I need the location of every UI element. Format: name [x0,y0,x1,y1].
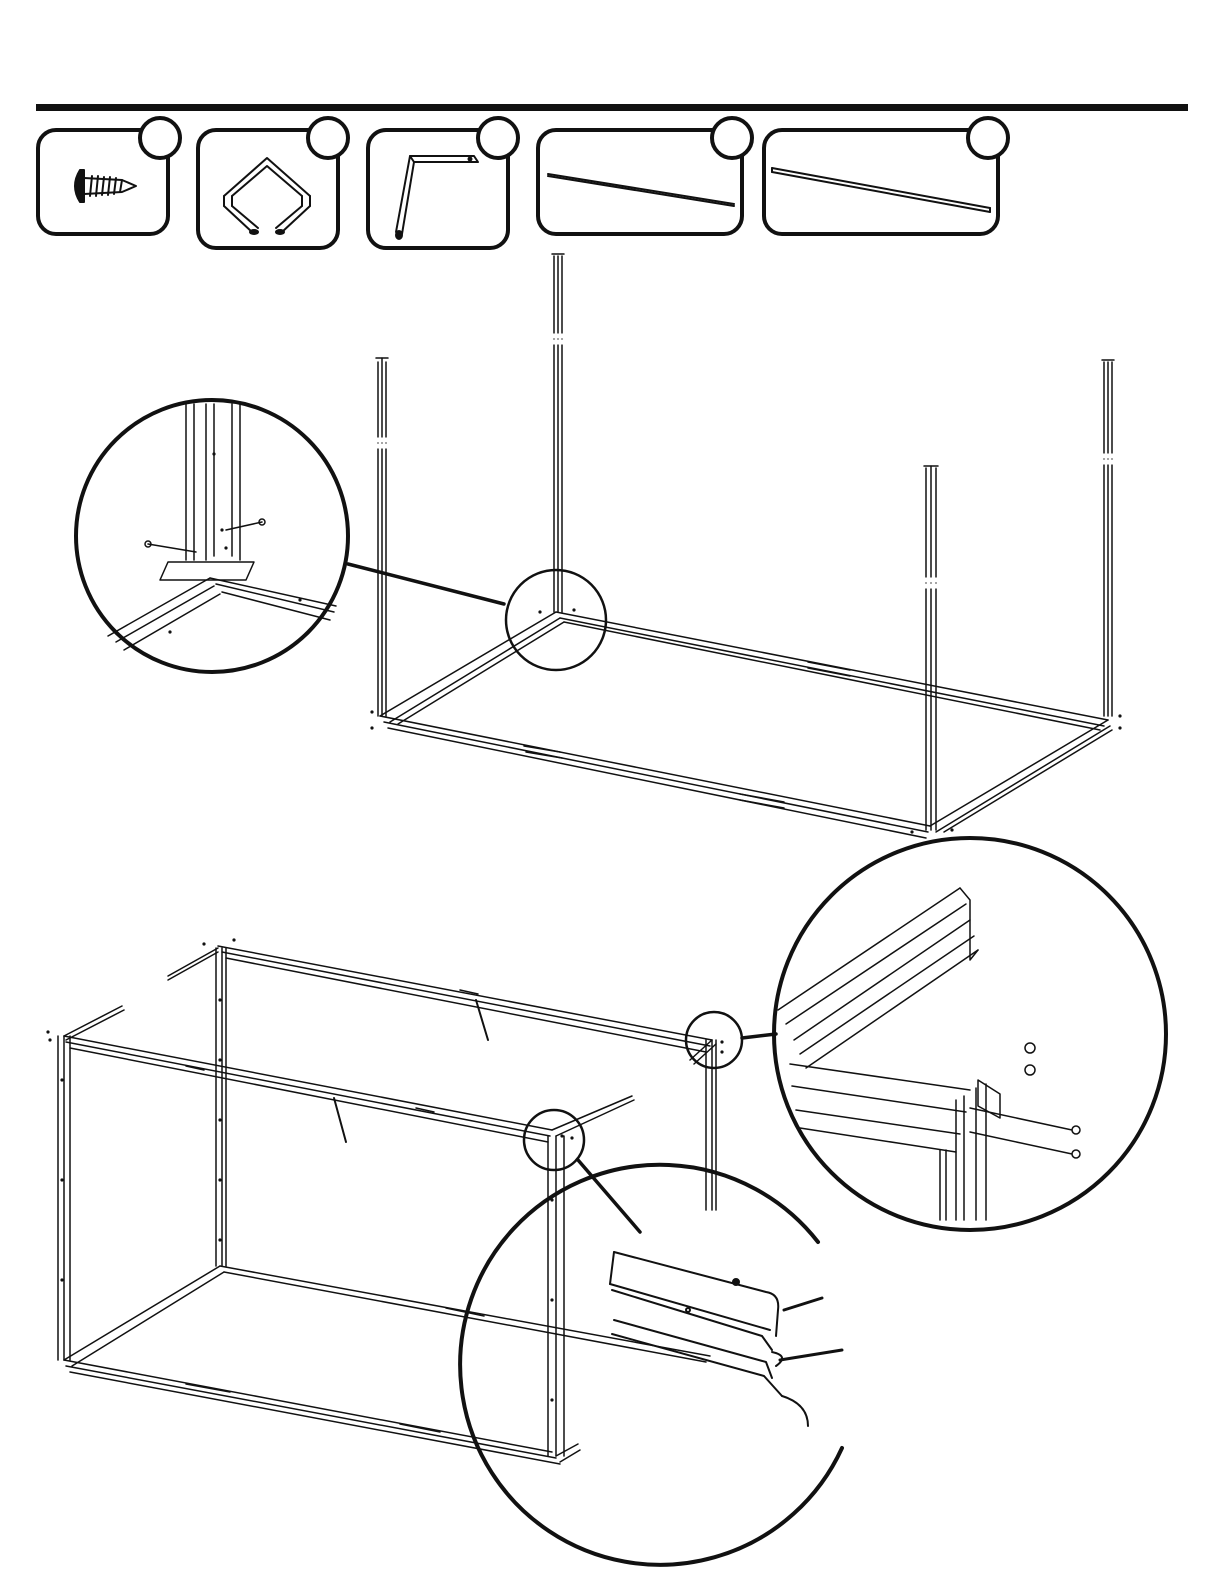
part-3-box [368,118,518,248]
corner-post-screw-detail-icon [76,400,348,672]
rail-connection-detail-icon [774,838,1166,1230]
screw-icon [75,170,136,202]
corner-bracket-icon [224,158,310,234]
part-5-number-badge [968,118,1008,158]
frame-with-top-rails-icon [46,938,776,1464]
base-frame-with-posts-icon [348,254,1122,838]
part-5-box [764,118,1008,234]
long-rail-icon [772,168,990,212]
part-1-box [38,118,180,234]
part-2-number-badge [308,118,348,158]
short-rod-icon [548,174,734,206]
part-2-box [198,118,348,248]
part-1-number-badge [140,118,180,158]
part-4-number-badge [712,118,752,158]
angled-brace-icon [396,156,478,239]
part-4-box [538,118,752,234]
part-3-number-badge [478,118,518,158]
rail-profile-detail-icon [460,1165,842,1565]
